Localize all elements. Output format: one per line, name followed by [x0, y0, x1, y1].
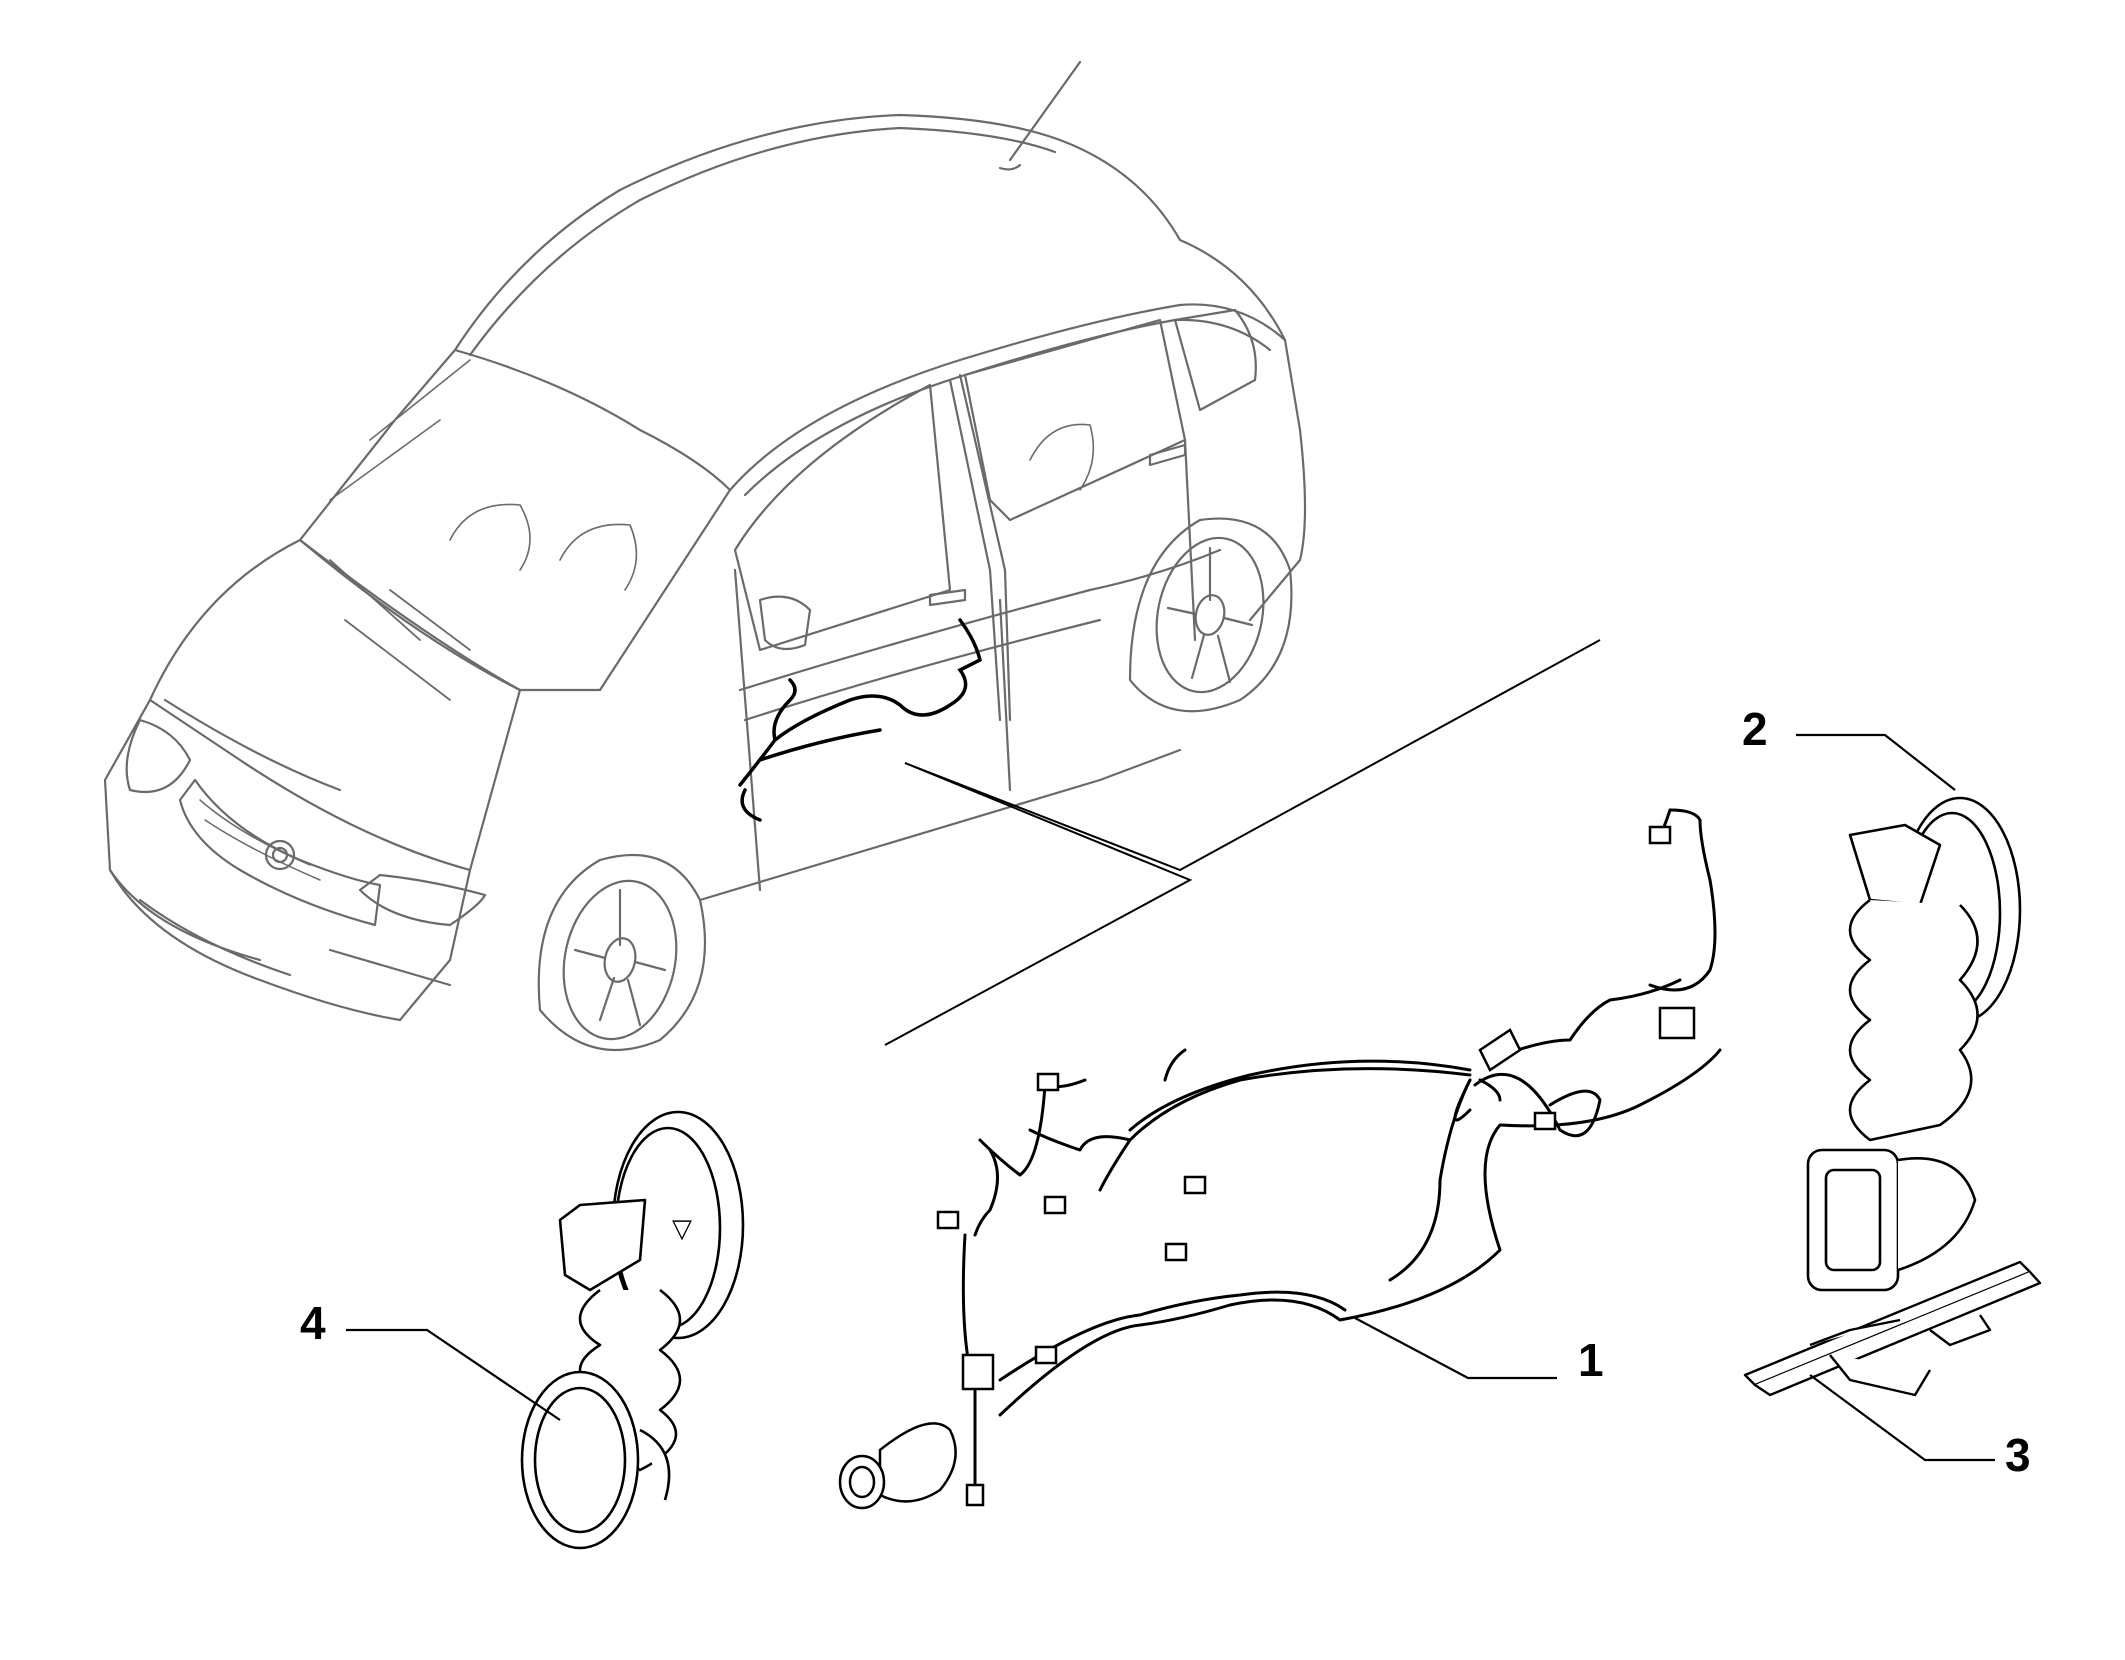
bracket-part-3	[1743, 1260, 2042, 1397]
rear-wheel	[1128, 517, 1293, 713]
connector-icon	[1036, 1072, 1060, 1092]
vehicle-illustration	[103, 60, 1307, 1052]
connector-icon	[1648, 825, 1672, 845]
grommet-part-4	[520, 1110, 745, 1550]
left-headlight	[125, 718, 192, 794]
right-headlight	[358, 873, 487, 927]
wiring-harness-part	[961, 808, 1722, 1487]
connector-block-icon	[1658, 1006, 1696, 1040]
hood	[148, 538, 522, 872]
harness-branch-right	[1473, 1072, 1602, 1138]
connector-icon	[1164, 1242, 1188, 1262]
front-door-window	[733, 383, 952, 652]
connector-icon	[1533, 1111, 1557, 1131]
body-side	[728, 303, 1307, 622]
rear-door-window	[963, 318, 1187, 522]
side-mirror	[758, 595, 812, 651]
connector-icon	[936, 1210, 960, 1230]
callout-leaders	[346, 733, 1995, 1462]
antenna	[998, 60, 1082, 171]
triangle-marker-icon: ▽	[672, 1214, 692, 1244]
leader-3	[1809, 1374, 1995, 1462]
brand-badge-icon	[264, 839, 296, 871]
callout-3: 3	[2005, 1429, 2031, 1481]
side-trim	[738, 548, 1222, 692]
grommet-part-2	[1806, 796, 2022, 1292]
harness-grommet	[838, 1422, 957, 1510]
leader-1	[1354, 1317, 1557, 1380]
roof-outline	[453, 113, 1287, 352]
connector-icon	[965, 1483, 985, 1507]
windshield	[298, 348, 732, 692]
junction-clip-icon	[961, 1353, 995, 1391]
quarter-window	[1173, 308, 1257, 412]
callout-1: 1	[1578, 1334, 1604, 1386]
front-bumper	[108, 868, 452, 987]
connector-icon	[1043, 1195, 1067, 1215]
callout-4: 4	[300, 1297, 326, 1349]
harness-long-branch	[1648, 808, 1717, 992]
front-fascia	[103, 698, 472, 1022]
harness-connectors	[936, 825, 1696, 1507]
front-wheel	[537, 853, 707, 1052]
connector-icon	[1034, 1345, 1058, 1365]
leader-4	[346, 1328, 561, 1421]
grille	[178, 778, 382, 927]
leader-2	[1796, 733, 1956, 791]
door-harness-on-vehicle	[738, 618, 983, 822]
harness-clip-icon	[1478, 1028, 1522, 1072]
callout-2: 2	[1742, 703, 1768, 755]
leader-lines	[884, 639, 1601, 1046]
connector-icon	[1183, 1175, 1207, 1195]
